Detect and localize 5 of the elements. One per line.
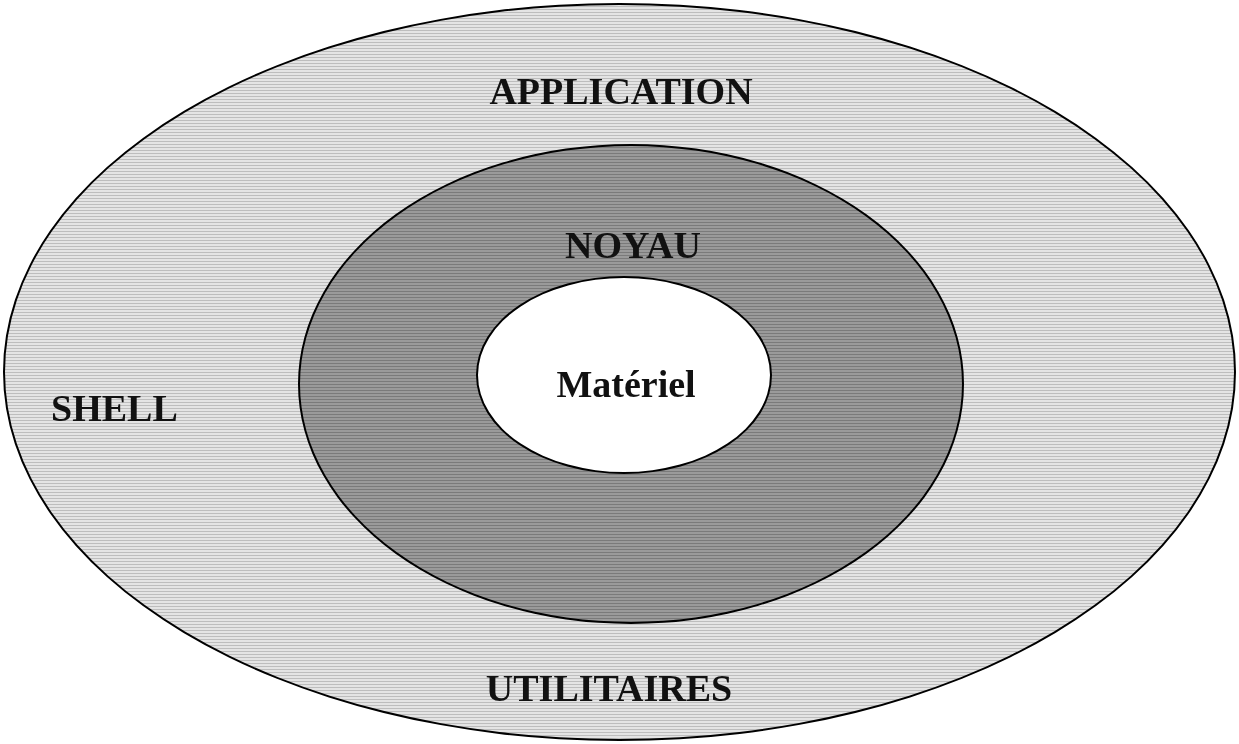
layer-label: SHELL [51,389,178,427]
layer-label: NOYAU [565,226,701,264]
layer-label: Matériel [556,365,696,403]
layer-label: APPLICATION [489,72,753,110]
layer-label: UTILITAIRES [485,669,733,707]
